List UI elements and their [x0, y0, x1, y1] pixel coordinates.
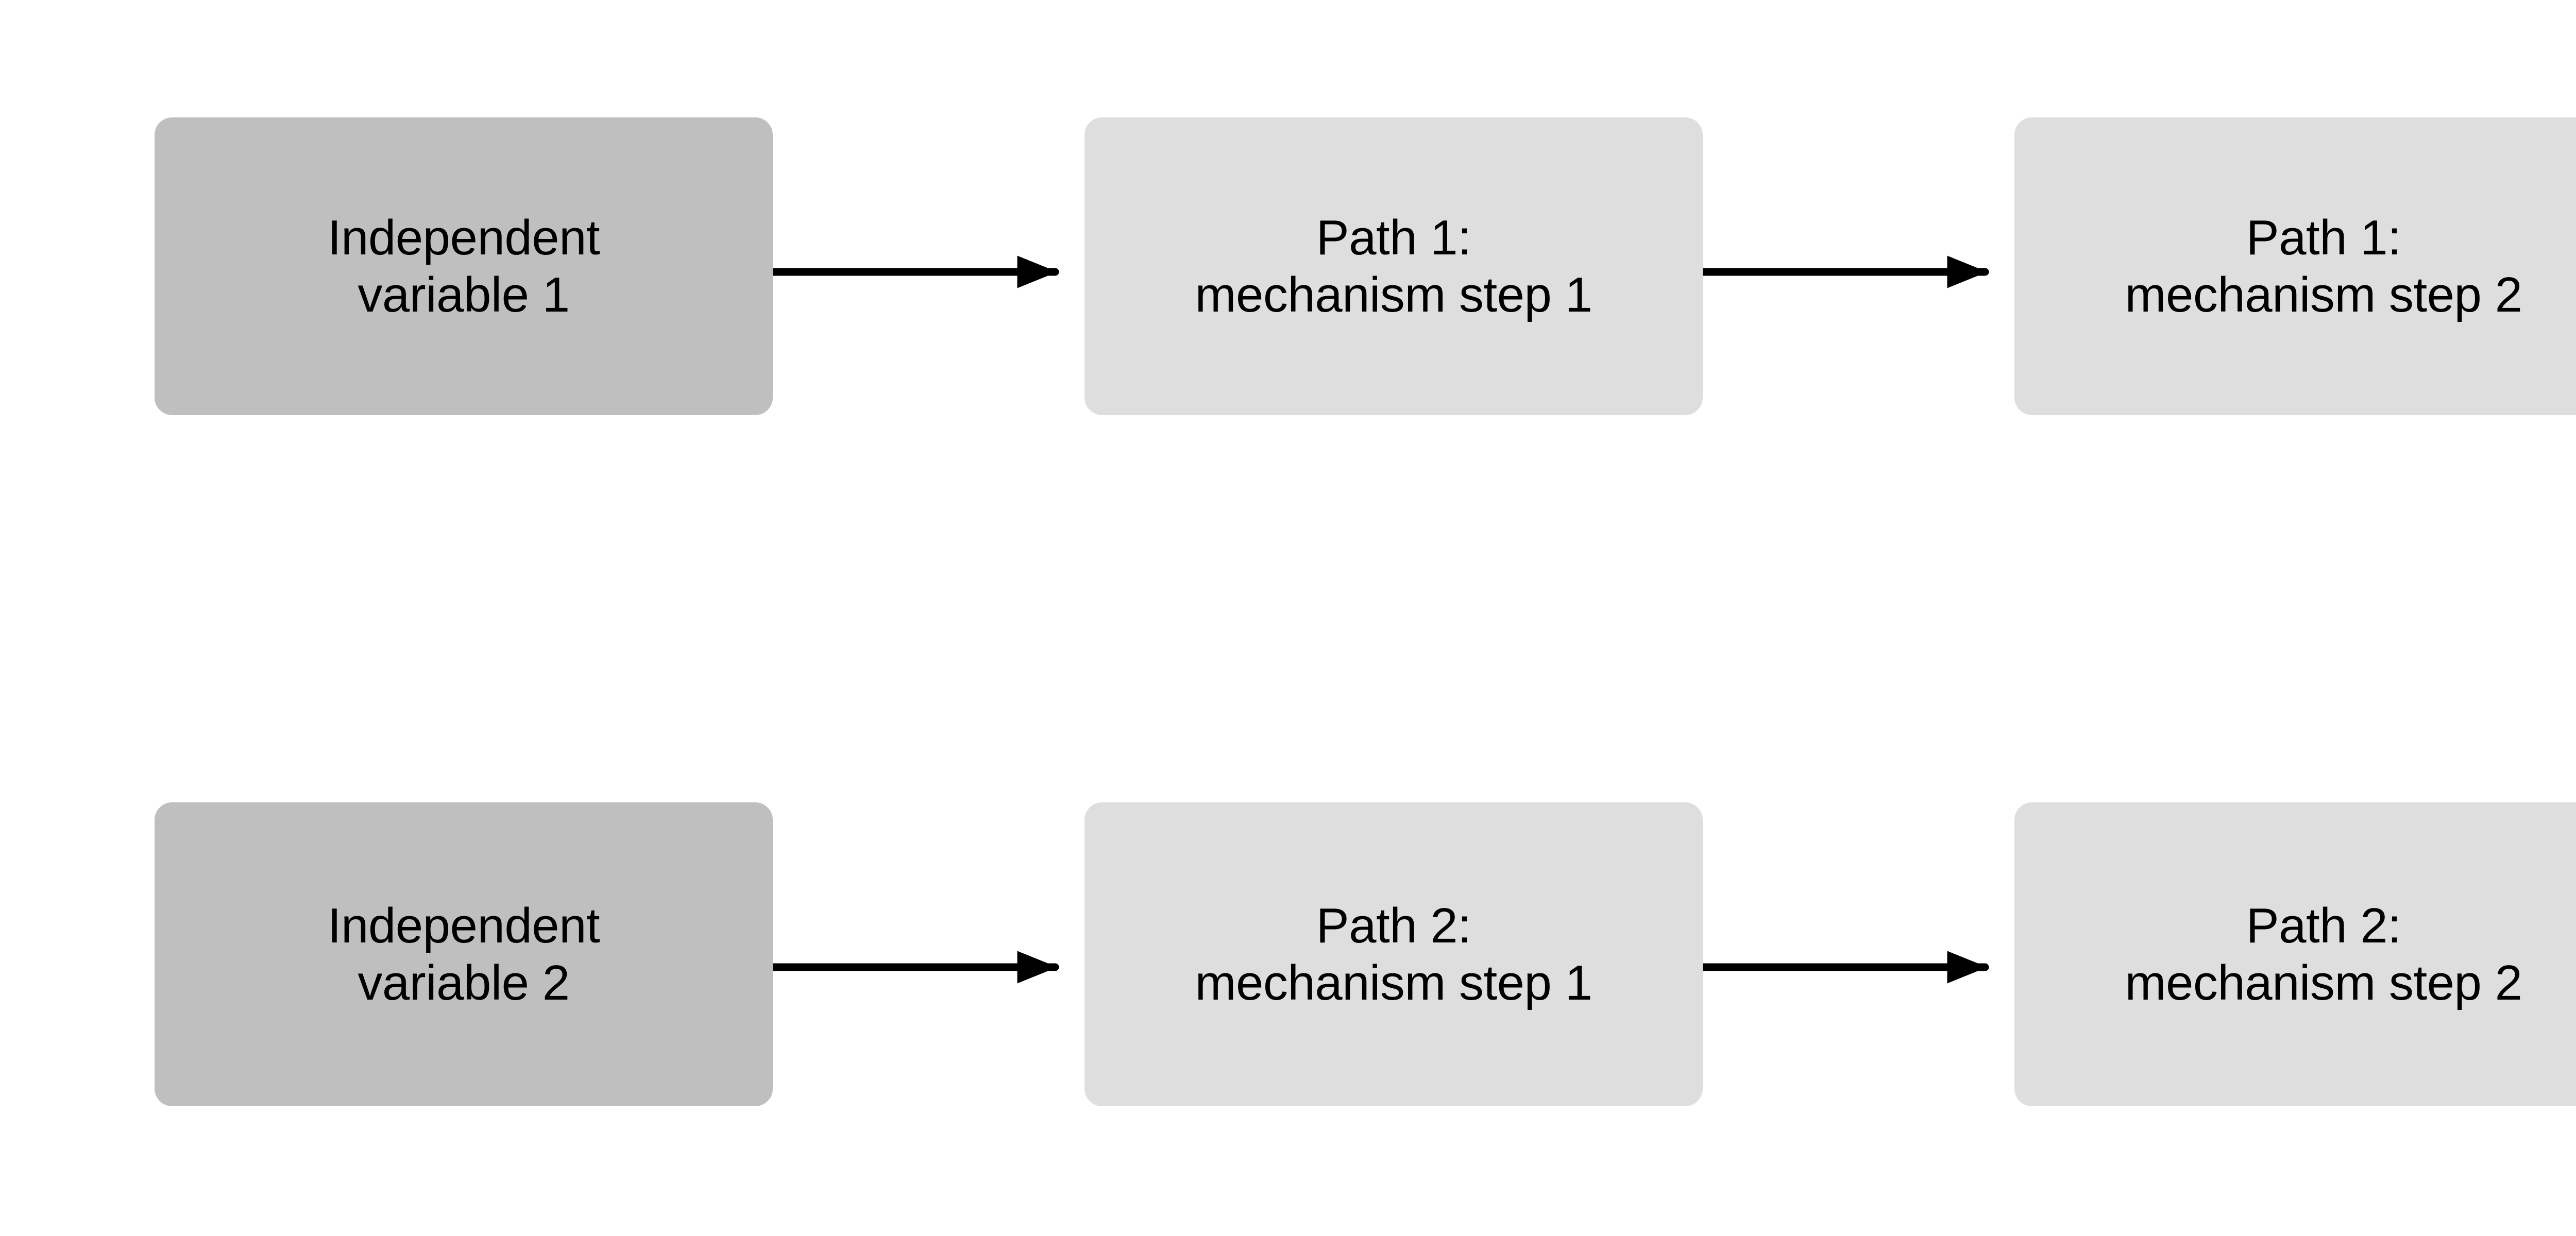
- node-label: Independent variable 2: [327, 898, 600, 1010]
- node-path-2-mechanism-step-1[interactable]: Path 2: mechanism step 1: [1084, 802, 1703, 1106]
- node-label: Independent variable 1: [327, 210, 600, 322]
- node-path-1-mechanism-step-2[interactable]: Path 1: mechanism step 2: [2014, 117, 2576, 415]
- node-label: Path 2: mechanism step 1: [1195, 898, 1592, 1010]
- node-label: Path 1: mechanism step 1: [1195, 210, 1592, 322]
- node-label: Path 1: mechanism step 2: [2125, 210, 2522, 322]
- node-path-1-mechanism-step-1[interactable]: Path 1: mechanism step 1: [1084, 117, 1703, 415]
- node-independent-variable-2[interactable]: Independent variable 2: [155, 802, 773, 1106]
- node-path-2-mechanism-step-2[interactable]: Path 2: mechanism step 2: [2014, 802, 2576, 1106]
- node-independent-variable-1[interactable]: Independent variable 1: [155, 117, 773, 415]
- node-label: Path 2: mechanism step 2: [2125, 898, 2522, 1010]
